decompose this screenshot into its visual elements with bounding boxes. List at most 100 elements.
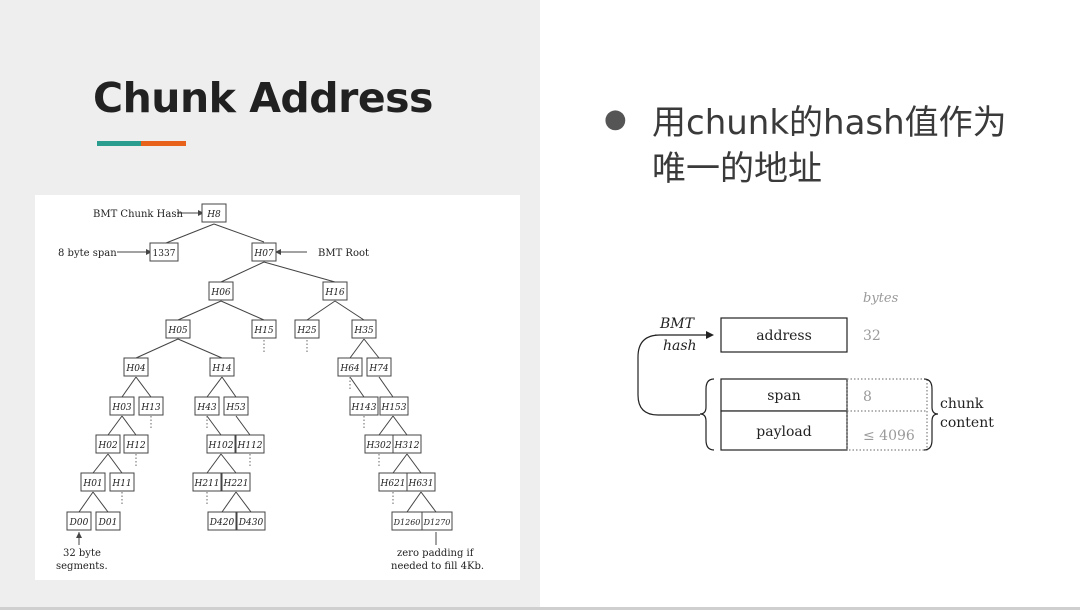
svg-text:H25: H25 [296,326,317,336]
svg-text:H621: H621 [379,479,405,489]
bytes-header: bytes [863,291,899,306]
tree-leaf: D01 [95,511,121,531]
tree-node: H74 [366,357,392,377]
tree-leaf: D430 [236,511,266,531]
right-brace [923,378,939,451]
chunk-label: chunk [940,396,984,412]
svg-text:H07: H07 [253,249,274,259]
svg-text:span: span [767,388,801,404]
svg-text:H02: H02 [97,441,118,451]
content-label: content [940,415,994,431]
svg-text:D1260: D1260 [393,518,421,527]
svg-text:H8: H8 [206,210,221,220]
svg-text:H16: H16 [324,288,345,298]
svg-text:H12: H12 [125,441,146,451]
svg-text:H211: H211 [193,479,219,489]
tree-node: H35 [351,319,377,339]
bmt-tree-figure: H8 1337 H07 H06 H16 H05 H15 H25 H35 H04 … [35,195,520,580]
span-size: 8 [863,389,872,405]
padding-label-line2: needed to fill 4Kb. [391,561,484,572]
payload-field: payload [720,410,848,451]
tree-node: H14 [209,357,235,377]
svg-text:H04: H04 [125,364,146,374]
tree-node: H15 [251,319,277,339]
svg-text:H43: H43 [196,403,217,413]
svg-text:H143: H143 [350,403,376,413]
slide-title: Chunk Address [93,74,433,122]
svg-text:D430: D430 [238,518,264,528]
tree-node-span: 1337 [149,242,179,262]
tree-node: H221 [221,472,251,492]
svg-text:H631: H631 [407,479,433,489]
svg-text:H102: H102 [207,441,233,451]
payload-size: ≤ 4096 [863,428,915,444]
bmt-tree-diagram: H8 1337 H07 H06 H16 H05 H15 H25 H35 H04 … [56,203,484,572]
bottom-border [0,607,1080,610]
svg-text:H01: H01 [82,479,102,489]
svg-text:H35: H35 [353,326,374,336]
tree-node: H53 [223,396,249,416]
svg-text:D1270: D1270 [423,518,451,527]
tree-node: H631 [406,472,436,492]
tree-node: H03 [109,396,135,416]
bmt-label: BMT [659,316,696,332]
svg-text:H112: H112 [236,441,262,451]
title-accent-teal [97,141,141,146]
tree-node: H312 [392,434,422,454]
tree-node: H04 [123,357,149,377]
tree-node: H01 [80,472,106,492]
segments-label-line2: segments. [56,561,108,572]
svg-text:H312: H312 [393,441,419,451]
svg-text:H302: H302 [365,441,391,451]
tree-node: H11 [109,472,135,492]
svg-text:H64: H64 [339,364,360,374]
tree-node: H13 [138,396,164,416]
hash-label: hash [663,338,697,354]
svg-text:H14: H14 [211,364,232,374]
tree-node: H06 [208,281,234,301]
svg-text:address: address [756,328,812,344]
bullet-dot: ● [604,104,627,134]
tree-node: H112 [235,434,265,454]
padding-label-line1: zero padding if [397,548,475,559]
tree-leaf: D1260 [391,511,423,531]
tree-node: H621 [378,472,408,492]
bmt-chunk-hash-label: BMT Chunk Hash [93,209,183,220]
tree-node: H302 [364,434,394,454]
svg-text:H11: H11 [111,479,131,489]
tree-leaf: D1270 [421,511,453,531]
svg-text:H05: H05 [167,326,188,336]
bmt-root-label: BMT Root [318,248,369,259]
segments-label-line1: 32 byte [63,548,101,559]
tree-node: H143 [349,396,379,416]
svg-text:D420: D420 [209,518,235,528]
tree-node: H12 [123,434,149,454]
svg-text:H15: H15 [253,326,274,336]
svg-text:H03: H03 [111,403,132,413]
span-field: span [720,378,848,412]
svg-text:H74: H74 [368,364,389,374]
svg-text:1337: 1337 [153,249,176,259]
chunk-structure-diagram: bytes BMT hash address 32 span payload 8… [637,291,994,451]
bullet-text: 用chunk的hash值作为唯一的地址 [652,103,1007,189]
title-accent-orange [141,141,186,146]
tree-node: H153 [379,396,409,416]
svg-text:H06: H06 [210,288,231,298]
tree-node: H102 [206,434,236,454]
tree-nodes: H8 1337 H07 H06 H16 H05 H15 H25 H35 H04 … [66,203,453,531]
tree-node-root: H8 [201,203,227,223]
span-label: 8 byte span [58,248,117,259]
tree-node: H64 [337,357,363,377]
svg-text:payload: payload [756,424,811,440]
tree-node-bmt-root: H07 [251,242,277,262]
tree-node: H16 [322,281,348,301]
svg-text:H53: H53 [225,403,246,413]
tree-node: H02 [95,434,121,454]
svg-text:H153: H153 [380,403,406,413]
tree-leaf: D420 [207,511,237,531]
address-size: 32 [863,328,881,344]
tree-node: H05 [165,319,191,339]
tree-node: H43 [194,396,220,416]
svg-text:D01: D01 [98,518,118,528]
tree-leaf: D00 [66,511,92,531]
